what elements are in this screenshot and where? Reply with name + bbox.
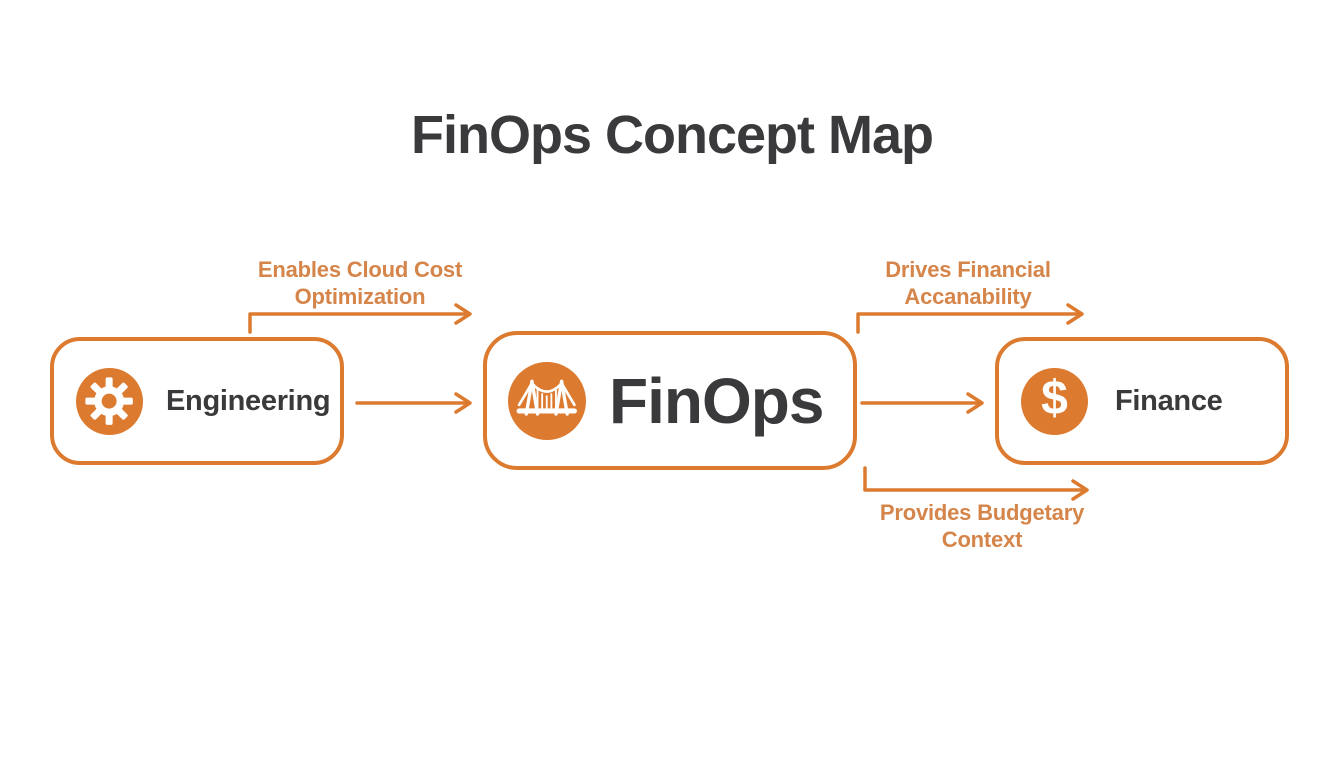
bridge-icon — [508, 361, 586, 440]
node-finops-label: FinOps — [609, 364, 824, 437]
edge-label-provides-budgetary: Provides Budgetary Context — [822, 499, 1142, 553]
node-finops: FinOps — [483, 331, 857, 470]
arrow-engineering-to-finops — [355, 392, 472, 414]
arrow-drives-financial — [856, 303, 1084, 334]
node-finance-label: Finance — [1115, 384, 1223, 417]
edge-label-drives-financial: Drives Financial Accanability — [808, 256, 1128, 310]
edge-label-line: Context — [941, 527, 1023, 552]
node-engineering: Engineering — [50, 337, 344, 465]
node-engineering-label: Engineering — [166, 384, 331, 417]
edge-label-line: Provides Budgetary — [879, 500, 1085, 525]
node-finance: $ Finance — [995, 337, 1289, 465]
arrow-enables-cloud-cost — [248, 303, 472, 334]
edge-label-enables-cloud-cost: Enables Cloud Cost Optimization — [200, 256, 520, 310]
edge-label-line: Accanability — [904, 284, 1032, 309]
arrow-provides-budgetary — [863, 466, 1089, 501]
edge-label-line: Enables Cloud Cost — [257, 257, 463, 282]
dollar-icon: $ — [1021, 367, 1088, 435]
edge-label-line: Drives Financial — [885, 257, 1051, 282]
edge-label-line: Optimization — [294, 284, 426, 309]
page-title: FinOps Concept Map — [411, 105, 934, 165]
arrow-finops-to-finance — [860, 392, 984, 414]
gear-icon — [76, 367, 143, 435]
dollar-glyph: $ — [1041, 372, 1068, 425]
